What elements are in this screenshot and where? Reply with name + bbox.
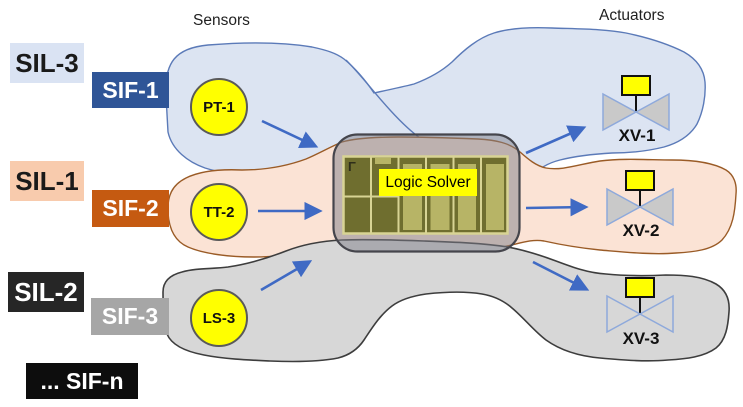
sensor-ls3-label: LS-3 bbox=[202, 309, 236, 327]
sil-3-box: SIL-3 bbox=[10, 43, 84, 83]
actuator-xv1-label: XV-1 bbox=[618, 126, 656, 145]
valve-symbol-xv2 bbox=[606, 170, 674, 227]
actuators-heading: Actuators bbox=[599, 7, 665, 24]
sif-3-box: SIF-3 bbox=[91, 298, 169, 335]
sil-2-box: SIL-2 bbox=[8, 272, 84, 312]
valve-symbol-xv3 bbox=[606, 277, 674, 334]
board-corner-glyph: Γ bbox=[348, 159, 356, 174]
sif1-region-inner-boundary bbox=[345, 59, 421, 139]
arrow-ls3-to-solver bbox=[260, 260, 313, 292]
sensor-ls3: LS-3 bbox=[190, 289, 248, 347]
arrow-solver-to-xv2 bbox=[525, 198, 589, 217]
actuator-xv2-label: XV-2 bbox=[622, 221, 660, 240]
sif-n-box: ... SIF-n bbox=[26, 363, 138, 399]
sensor-pt1-label: PT-1 bbox=[203, 98, 235, 116]
sif-1-box: SIF-1 bbox=[92, 72, 169, 108]
sensor-tt2: TT-2 bbox=[190, 183, 248, 241]
arrow-solver-to-xv1 bbox=[525, 125, 587, 155]
sif-2-box: SIF-2 bbox=[92, 190, 169, 227]
sensors-heading: Sensors bbox=[193, 12, 250, 29]
arrow-solver-to-xv3 bbox=[532, 260, 590, 291]
actuator-xv3-label: XV-3 bbox=[622, 329, 660, 348]
arrow-pt1-to-solver bbox=[261, 119, 319, 149]
logic-solver-label: Logic Solver bbox=[379, 169, 477, 196]
sil-1-box: SIL-1 bbox=[10, 161, 84, 201]
valve-symbol-xv1 bbox=[602, 75, 670, 132]
sensor-tt2-label: TT-2 bbox=[203, 203, 235, 221]
sensor-pt1: PT-1 bbox=[190, 78, 248, 136]
